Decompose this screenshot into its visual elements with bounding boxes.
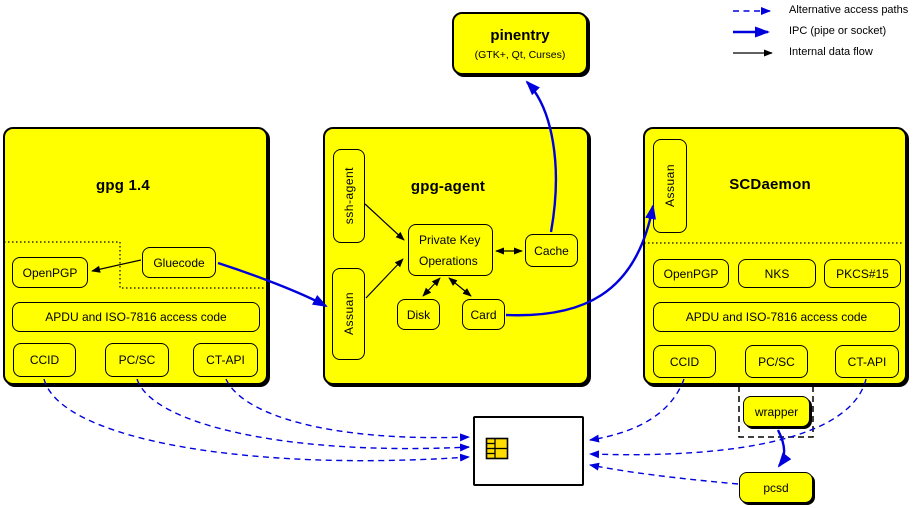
- pinentry-subtitle: (GTK+, Qt, Curses): [474, 48, 566, 61]
- alt-gpg14-ccid-to-card: [43, 378, 470, 462]
- pinentry-box: pinentry (GTK+, Qt, Curses): [452, 12, 588, 75]
- smartcard-chip-icon: [485, 437, 509, 460]
- gpg-agent-title: gpg-agent: [410, 178, 486, 195]
- gpg14-openpgp-module: OpenPGP: [12, 257, 88, 288]
- scdaemon-pcsc-driver: PC/SC: [745, 345, 808, 378]
- scdaemon-pkcs15-app: PKCS#15: [824, 259, 901, 288]
- alt-scdaemon-ccid-to-card: [589, 378, 685, 443]
- ipc-wrapper-to-pcsd: [776, 429, 792, 468]
- scdaemon-assuan-module: Assuan: [653, 139, 687, 233]
- scdaemon-nks-app: NKS: [738, 259, 816, 288]
- scdaemon-openpgp-app: OpenPGP: [653, 259, 729, 288]
- gpg14-title: gpg 1.4: [96, 177, 150, 194]
- wrapper-box: wrapper: [743, 396, 810, 427]
- alt-gpg14-pcsc-to-card: [136, 378, 470, 452]
- scdaemon-ccid-driver: CCID: [653, 345, 716, 378]
- smartcard: [473, 416, 584, 486]
- legend-alt-paths-label: Alternative access paths: [789, 4, 909, 16]
- gpg14-ctapi-driver: CT-API: [193, 343, 258, 377]
- gpg14-ccid-driver: CCID: [13, 343, 76, 377]
- gpg-agent-assuan-module: Assuan: [332, 268, 365, 360]
- scdaemon-title: SCDaemon: [729, 176, 811, 193]
- private-key-operations-module: Private Key Operations: [408, 224, 493, 276]
- pcsd-box: pcsd: [739, 472, 813, 503]
- alt-scdaemon-ctapi-to-card: [589, 378, 867, 459]
- alt-pcsd-to-card: [589, 462, 739, 485]
- scdaemon-ctapi-driver: CT-API: [835, 345, 899, 378]
- card-module: Card: [462, 299, 505, 330]
- ssh-agent-module: ssh-agent: [333, 149, 365, 243]
- pinentry-title: pinentry: [490, 26, 550, 44]
- disk-module: Disk: [397, 299, 440, 330]
- cache-module: Cache: [525, 234, 578, 267]
- alt-gpg14-ctapi-to-card: [225, 378, 470, 442]
- legend-internal-label: Internal data flow: [789, 46, 873, 58]
- gpg14-apdu-access-code: APDU and ISO-7816 access code: [12, 302, 260, 332]
- gpg14-pcsc-driver: PC/SC: [105, 343, 169, 377]
- scdaemon-apdu-access-code: APDU and ISO-7816 access code: [653, 302, 900, 332]
- gpg14-gluecode-module: Gluecode: [142, 247, 216, 278]
- legend-ipc-label: IPC (pipe or socket): [789, 25, 887, 37]
